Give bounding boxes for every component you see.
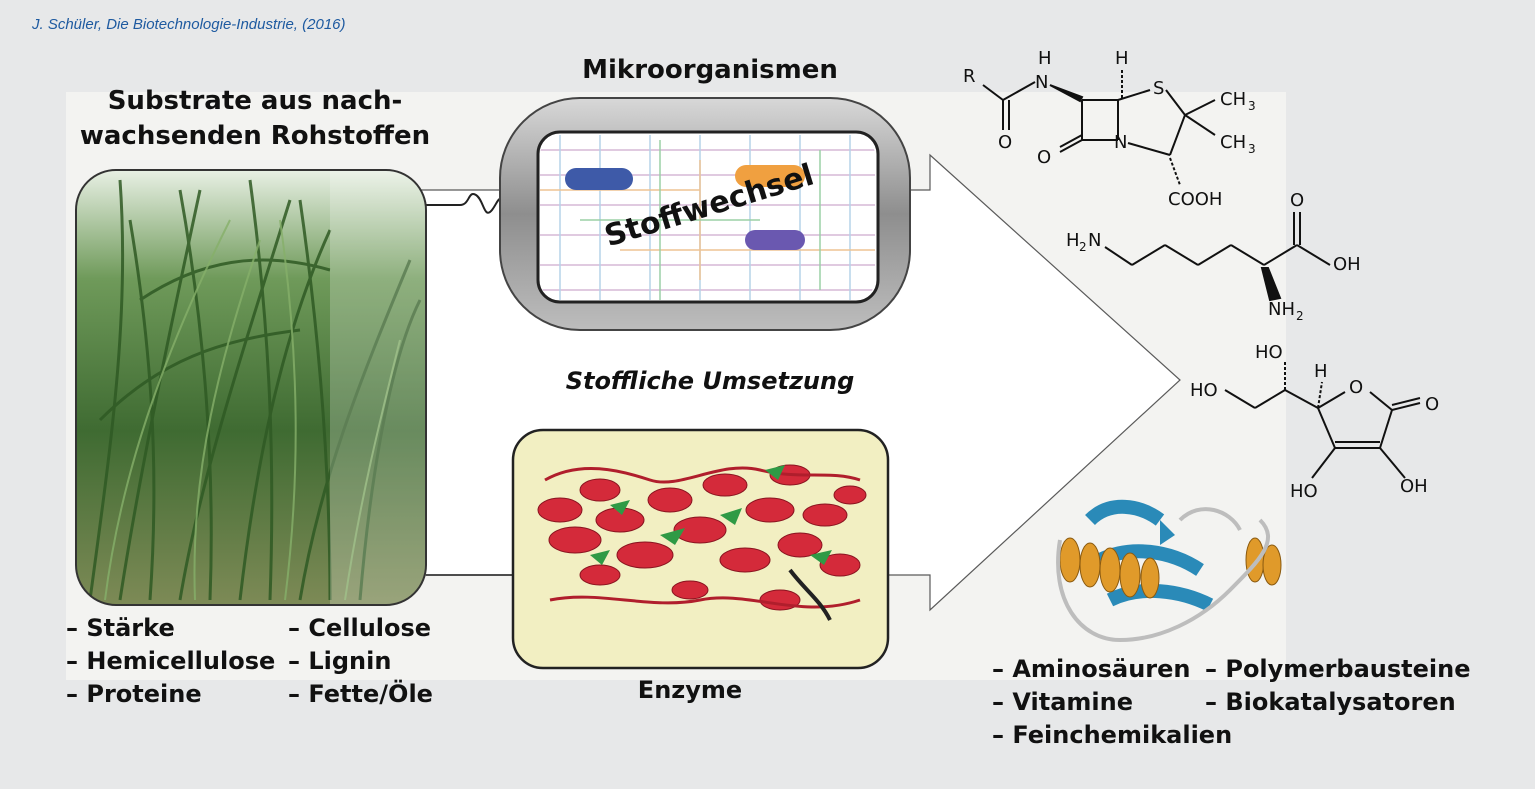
ascorbic-acid-structure xyxy=(1224,362,1421,479)
substrate-title-line1: Substrate aus nach- xyxy=(107,86,403,116)
svg-text:H: H xyxy=(1038,48,1052,69)
substrate-title-line2: wachsenden Rohstoffen xyxy=(79,121,431,151)
svg-text:S: S xyxy=(1153,78,1164,99)
svg-text:CH: CH xyxy=(1220,132,1246,153)
svg-text:R: R xyxy=(963,66,976,87)
svg-text:HO: HO xyxy=(1290,481,1318,502)
svg-text:OH: OH xyxy=(1400,476,1428,497)
svg-text:H: H xyxy=(1115,48,1129,69)
enzymes-title: Enzyme xyxy=(637,676,743,704)
list-item: – Aminosäuren xyxy=(992,655,1191,683)
svg-text:NH: NH xyxy=(1268,299,1295,320)
svg-text:H: H xyxy=(1314,361,1328,382)
metabolism-map xyxy=(540,135,875,300)
list-item: – Feinchemikalien xyxy=(992,721,1233,749)
substrate-list-col1: – Stärke – Hemicellulose – Proteine xyxy=(66,612,275,711)
svg-text:2: 2 xyxy=(1296,309,1304,323)
svg-text:H: H xyxy=(1066,230,1080,251)
microorganisms-title: Mikroorganismen xyxy=(582,55,838,85)
list-item: – Stärke xyxy=(66,614,175,642)
list-item: – Lignin xyxy=(288,647,392,675)
svg-text:O: O xyxy=(1349,377,1363,398)
svg-text:O: O xyxy=(998,132,1012,153)
substrate-title: Substrate aus nach- wachsenden Rohstoffe… xyxy=(70,84,440,154)
svg-text:3: 3 xyxy=(1248,99,1256,113)
protein-ribbon xyxy=(1056,499,1282,643)
list-item: – Cellulose xyxy=(288,614,432,642)
list-item: – Polymerbausteine xyxy=(1205,655,1471,683)
svg-text:HO: HO xyxy=(1255,342,1283,363)
svg-text:O: O xyxy=(1425,394,1439,415)
substrate-list-col2: – Cellulose – Lignin – Fette/Öle xyxy=(288,612,433,711)
svg-text:2: 2 xyxy=(1079,240,1087,254)
svg-text:3: 3 xyxy=(1248,142,1256,156)
citation: J. Schüler, Die Biotechnologie-Industrie… xyxy=(32,16,346,33)
list-item: – Hemicellulose xyxy=(66,647,276,675)
conversion-label: Stoffliche Umsetzung xyxy=(565,367,855,395)
svg-text:HO: HO xyxy=(1190,380,1218,401)
svg-text:N: N xyxy=(1114,132,1127,153)
svg-text:O: O xyxy=(1037,147,1051,168)
lysine-structure xyxy=(1104,212,1331,302)
penicillin-structure xyxy=(982,70,1216,186)
enzyme-structure xyxy=(537,464,867,621)
list-item: – Biokatalysatoren xyxy=(1205,688,1456,716)
list-item: – Proteine xyxy=(66,680,202,708)
svg-text:COOH: COOH xyxy=(1168,189,1222,210)
svg-text:N: N xyxy=(1088,230,1101,251)
list-item: – Vitamine xyxy=(992,688,1133,716)
grass-photo xyxy=(76,170,426,605)
svg-text:O: O xyxy=(1290,190,1304,211)
svg-text:CH: CH xyxy=(1220,89,1246,110)
list-item: – Fette/Öle xyxy=(288,680,433,708)
product-list-col1: – Aminosäuren – Vitamine – Feinchemikali… xyxy=(992,653,1232,752)
product-list-col2: – Polymerbausteine – Biokatalysatoren xyxy=(1205,653,1471,719)
svg-text:N: N xyxy=(1035,72,1048,93)
connector-line xyxy=(426,193,505,214)
svg-text:OH: OH xyxy=(1333,254,1361,275)
